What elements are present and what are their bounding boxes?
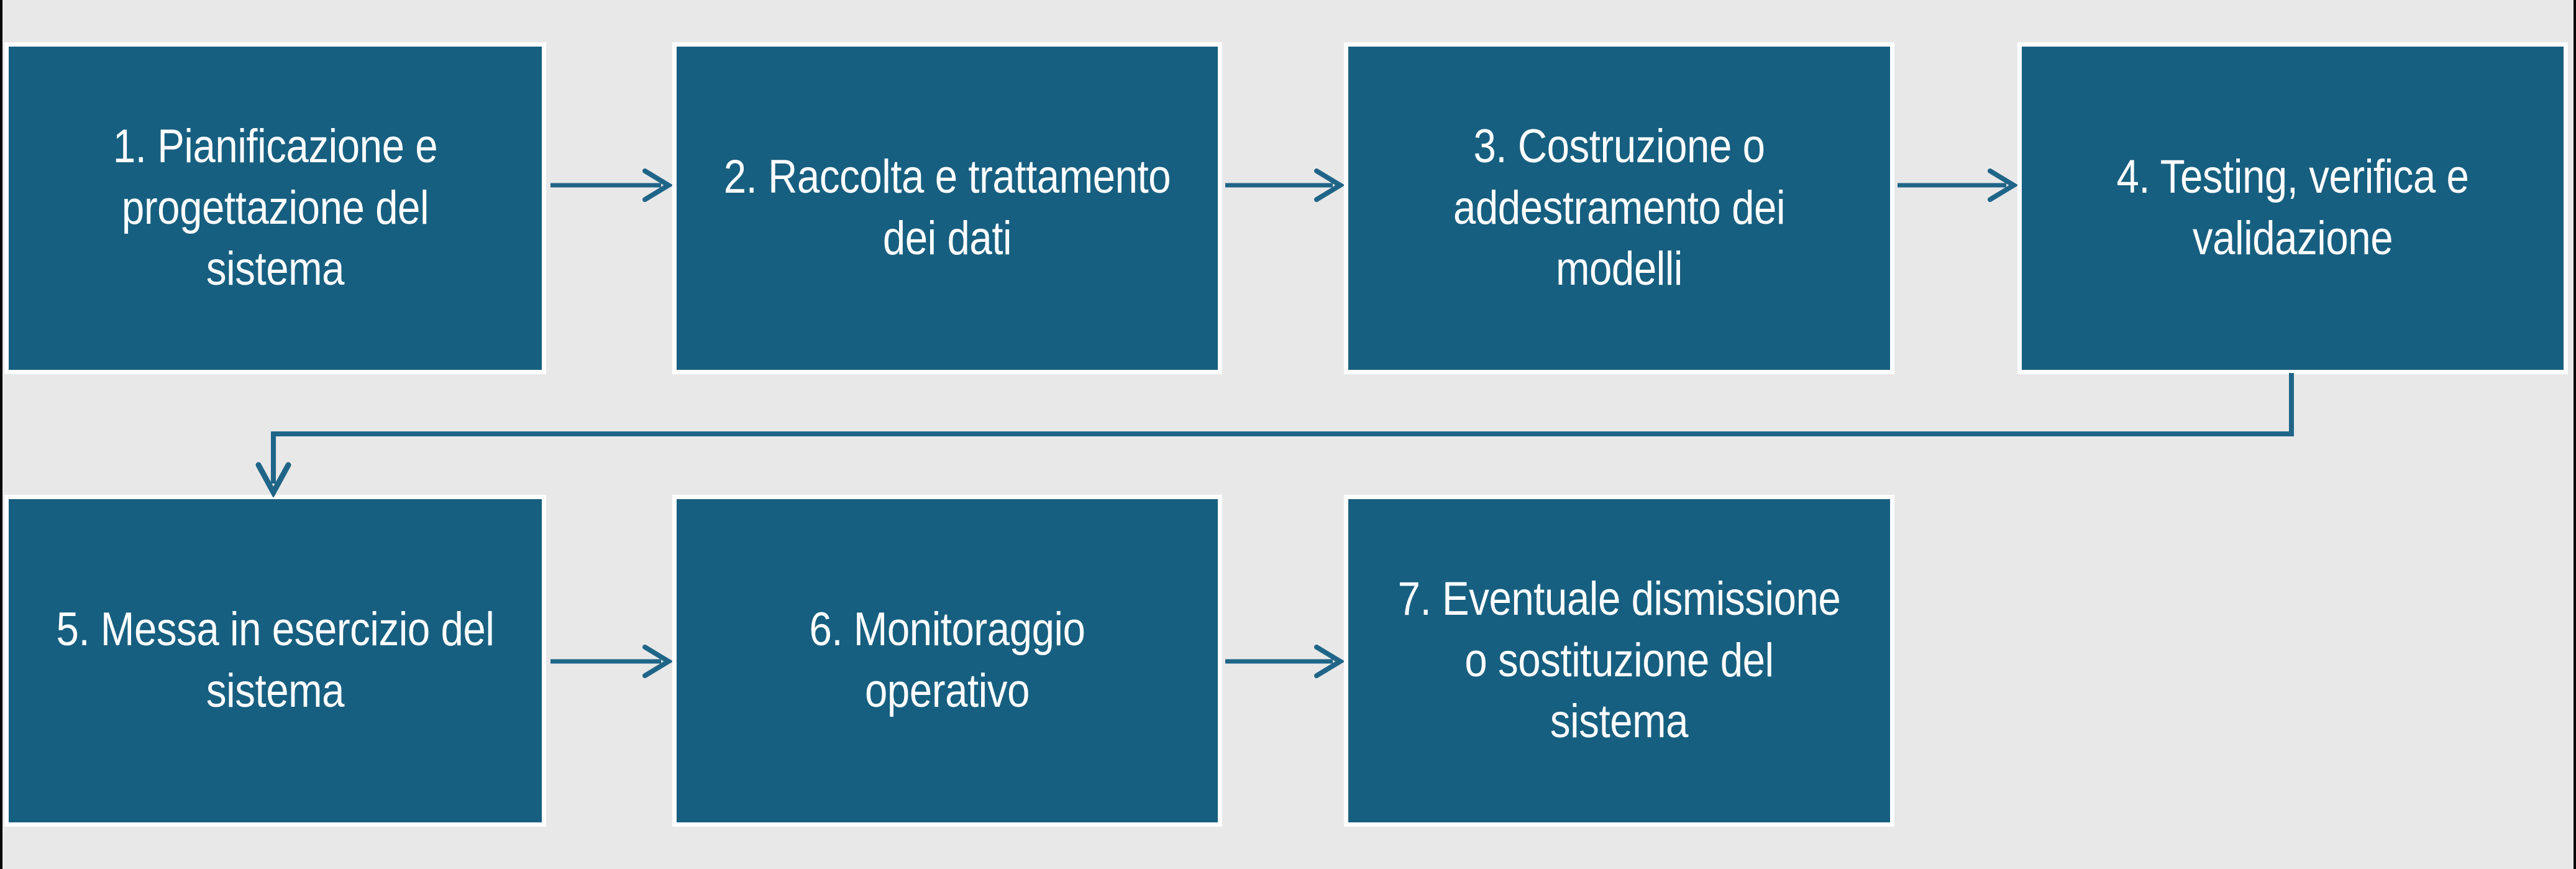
process-box-step-4-label: 4. Testing, verifica e validazione (2116, 150, 2469, 265)
process-box-step-5[interactable]: 5. Messa in esercizio del sistema (4, 495, 546, 827)
process-box-step-7-label: 7. Eventuale dismissione o sostituzione … (1397, 572, 1841, 748)
connector-arrow-step1-step2 (550, 167, 672, 204)
process-box-step-5-label: 5. Messa in esercizio del sistema (56, 603, 495, 717)
process-box-step-6[interactable]: 6. Monitoraggio operativo (672, 495, 1222, 827)
process-box-step-2-label: 2. Raccolta e trattamento dei dati (723, 150, 1171, 265)
connector-arrow-step6-step7 (1225, 643, 1344, 680)
canvas-right-border (2574, 0, 2576, 869)
connector-arrow-step3-step4 (1898, 167, 2017, 204)
connector-arrow-step2-step3 (1225, 167, 1344, 204)
process-box-step-1[interactable]: 1. Pianificazione e progettazione del si… (4, 42, 546, 374)
process-box-step-3[interactable]: 3. Costruzione o addestramento dei model… (1344, 42, 1894, 374)
canvas-left-border (0, 0, 2, 869)
process-box-step-2[interactable]: 2. Raccolta e trattamento dei dati (672, 42, 1222, 374)
process-box-step-1-label: 1. Pianificazione e progettazione del si… (112, 119, 438, 296)
connector-arrow-step5-step6 (550, 643, 672, 680)
process-box-step-3-label: 3. Costruzione o addestramento dei model… (1453, 119, 1786, 296)
process-box-step-7[interactable]: 7. Eventuale dismissione o sostituzione … (1344, 495, 1894, 827)
process-box-step-4[interactable]: 4. Testing, verifica e validazione (2017, 42, 2568, 374)
process-box-step-6-label: 6. Monitoraggio operativo (809, 603, 1085, 717)
connector-elbow-step4-step5 (249, 373, 2311, 497)
